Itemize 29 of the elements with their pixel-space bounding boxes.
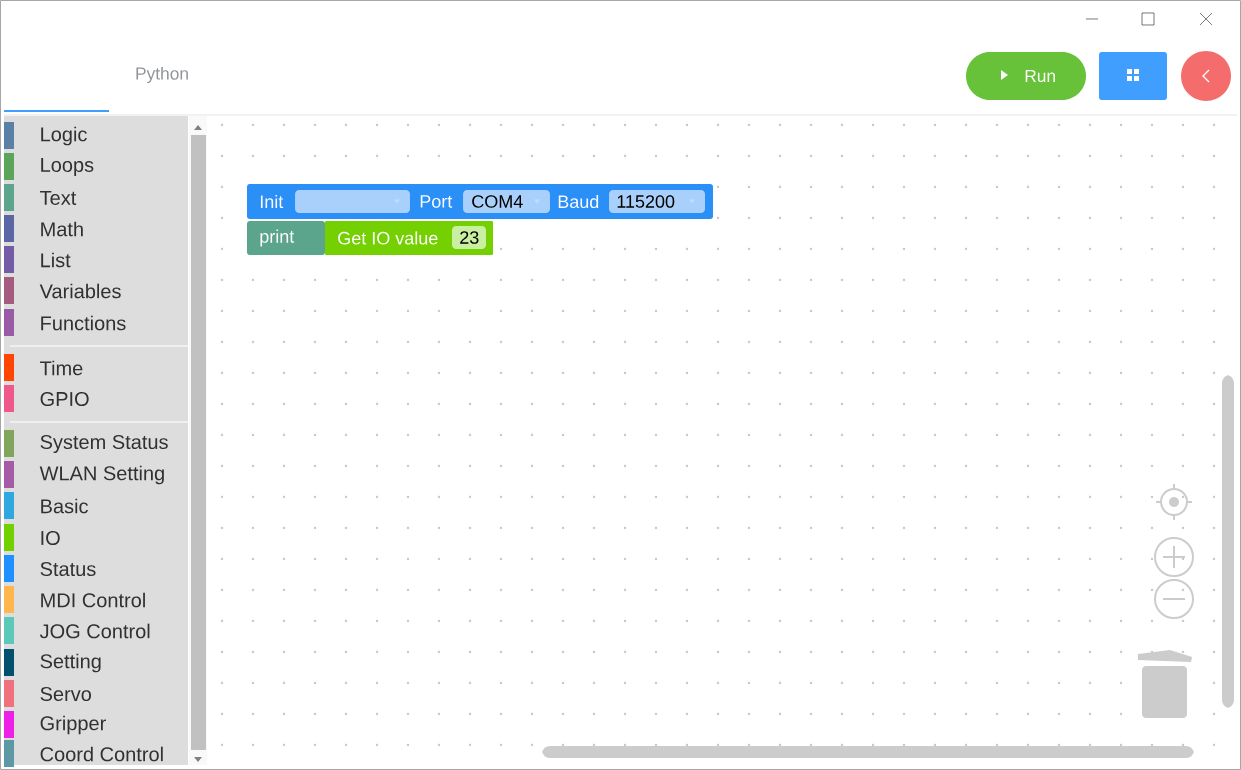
category-label: Math bbox=[41, 221, 83, 237]
dropdown-field bbox=[295, 190, 410, 213]
category-label: JOG Control bbox=[39, 623, 150, 639]
category-label: Servo bbox=[40, 686, 91, 702]
run-button: Run bbox=[966, 52, 1086, 100]
category-label: Gripper bbox=[40, 715, 106, 735]
category-label: Time bbox=[40, 360, 83, 376]
category-label: Variables bbox=[39, 283, 121, 299]
number-field: 23 bbox=[452, 226, 486, 249]
dropdown-field: 115200 bbox=[609, 190, 705, 213]
category-label: Functions bbox=[41, 315, 126, 331]
category-label: WLAN Setting bbox=[39, 465, 164, 485]
category-label: Logic bbox=[41, 126, 87, 146]
category-label: IO bbox=[41, 530, 60, 546]
category-label: Coord Control bbox=[40, 746, 163, 762]
category-label: MDI Control bbox=[41, 592, 145, 608]
category-label: Setting bbox=[40, 653, 101, 673]
category-label: System Status bbox=[40, 434, 168, 454]
grid-button bbox=[1099, 52, 1167, 100]
back-button bbox=[1181, 51, 1231, 101]
category-label: Text bbox=[40, 191, 77, 205]
category-label: GPIO bbox=[40, 391, 89, 407]
code-block: print bbox=[247, 221, 325, 255]
category-label: Basic bbox=[41, 498, 88, 514]
tab-label: Python bbox=[136, 66, 188, 84]
category-label: List bbox=[41, 252, 71, 268]
category-label: Loops bbox=[41, 158, 94, 176]
category-label: Status bbox=[40, 561, 96, 577]
dropdown-field: COM4 bbox=[463, 190, 550, 213]
